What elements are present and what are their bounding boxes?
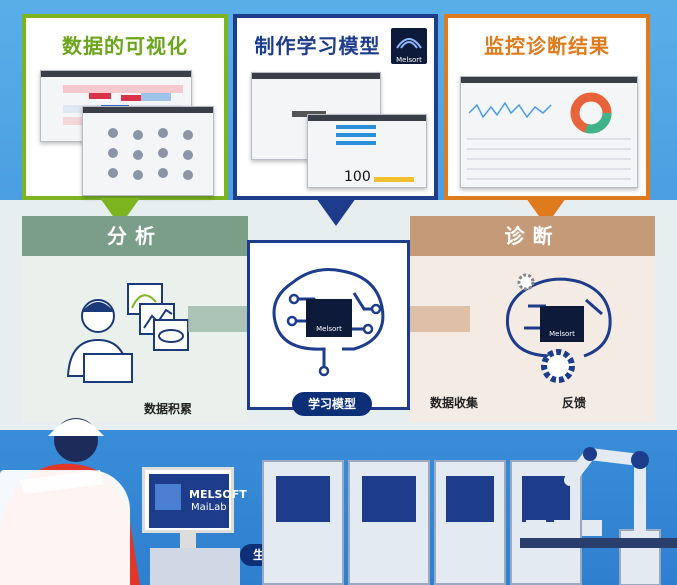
callout-monitor-title: 监控诊断结果 [484,34,610,58]
brain-circuit-icon: Melsort [272,268,385,377]
chart-icon [127,283,189,351]
label-learning-model: 学习模型 [292,392,372,416]
gear-icon [541,349,575,383]
mailab-logo: MELSOFT MaiLab [149,474,247,528]
label-feedback: 反馈 [562,396,587,410]
panel-model: Melsort [247,240,410,410]
flow-arrow-to-model [188,306,248,332]
monitor-screenshot [460,76,638,188]
laptop-icon [83,353,133,383]
callout-model: 制作学习模型 Melsort 100 [233,14,438,200]
panel-analysis-title: 分析 [22,216,248,256]
callout-visualization: 数据的可视化 [22,14,228,200]
visualization-screenshot-2 [82,106,214,196]
model-screenshot-2: 100 [307,114,427,188]
robot-arm-icon [520,447,677,585]
monitor-stand [180,533,196,549]
machine-row [262,450,592,585]
panel-diagnosis-title: 诊断 [410,216,655,256]
score-value: 100 [344,169,371,185]
svg-text:Melsort: Melsort [316,325,342,333]
monitor-chart-icon [467,92,631,180]
worker-chair [0,470,130,585]
melsort-logo: Melsort [391,28,427,64]
machine-icon [434,460,506,585]
monitor-screen: MELSOFT MaiLab [142,467,247,533]
label-data-collection: 数据收集 [430,396,479,410]
machine-icon [262,460,344,585]
brain-gear-icon: Melsort [505,273,612,383]
flow-arrow-to-diagnosis [410,306,470,332]
callout-visualization-title: 数据的可视化 [62,34,188,58]
callout-monitor: 监控诊断结果 [444,14,650,200]
callout-model-pointer [316,198,356,226]
svg-text:Melsort: Melsort [549,330,575,338]
mailab-line2: MaiLab [191,502,227,513]
machine-icon [348,460,430,585]
melsort-logo-text: Melsort [396,56,422,64]
mailab-line1: MELSOFT [189,488,247,501]
label-data-accumulation: 数据积累 [144,402,193,416]
scatter-matrix-icon [108,128,193,180]
analyst-icon [66,299,133,383]
desk [150,548,240,585]
callout-model-title: 制作学习模型 [254,34,381,58]
